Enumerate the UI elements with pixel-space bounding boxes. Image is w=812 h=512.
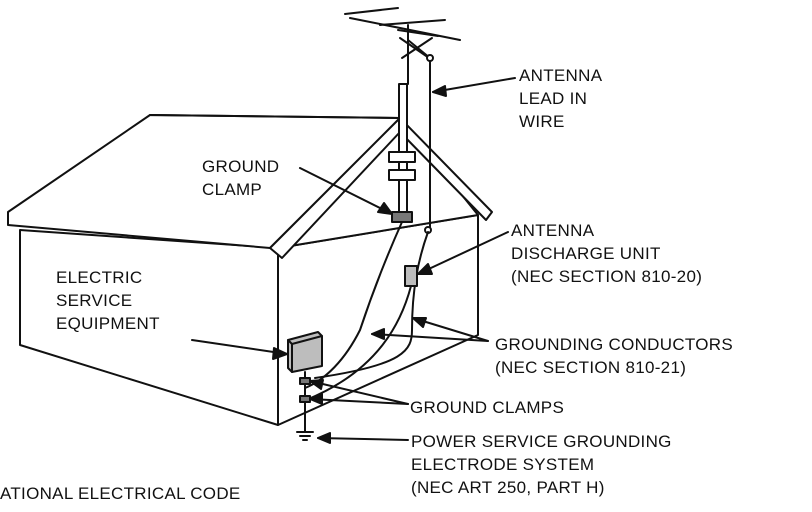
antenna-element-3 bbox=[397, 29, 439, 37]
arrow-power-service bbox=[317, 437, 409, 441]
label-power-service-grounding: POWER SERVICE GROUNDING ELECTRODE SYSTEM… bbox=[411, 432, 672, 497]
antenna-element-4 bbox=[379, 19, 446, 26]
footer-text: ATIONAL ELECTRICAL CODE bbox=[0, 484, 241, 503]
label-ground-clamps: GROUND CLAMPS bbox=[410, 398, 565, 417]
label-grounding-conductors: GROUNDING CONDUCTORS (NEC SECTION 810-21… bbox=[495, 335, 734, 377]
arrow-lead-in bbox=[432, 77, 516, 93]
grounding-conductors bbox=[304, 221, 412, 401]
mast-bracket-lower bbox=[388, 169, 416, 181]
ground-symbol bbox=[296, 431, 314, 441]
house-right-wall bbox=[277, 214, 479, 426]
lead-in-wire bbox=[314, 39, 434, 379]
antenna-element-1 bbox=[344, 7, 399, 15]
roof-ridge bbox=[149, 114, 401, 119]
mast-bracket-upper bbox=[388, 151, 416, 163]
antenna-discharge-unit bbox=[404, 265, 418, 287]
arrow-grounding-2 bbox=[371, 333, 489, 342]
arrow-ground-clamp bbox=[299, 167, 393, 215]
arrow-discharge-unit bbox=[417, 231, 509, 275]
label-antenna-discharge-unit: ANTENNA DISCHARGE UNIT (NEC SECTION 810-… bbox=[511, 221, 703, 286]
label-ground-clamp: GROUND CLAMP bbox=[202, 157, 280, 199]
antenna-element-2 bbox=[349, 17, 461, 41]
label-electric-service-equipment: ELECTRIC SERVICE EQUIPMENT bbox=[56, 268, 160, 333]
ground-clamp-mast bbox=[391, 211, 413, 223]
arrow-clamps-2 bbox=[309, 398, 409, 405]
label-antenna-lead-in-wire: ANTENNA LEAD IN WIRE bbox=[519, 66, 603, 131]
arrow-clamps-1 bbox=[309, 380, 409, 405]
leader-lines bbox=[191, 77, 516, 444]
arrow-service-equipment bbox=[191, 339, 288, 355]
